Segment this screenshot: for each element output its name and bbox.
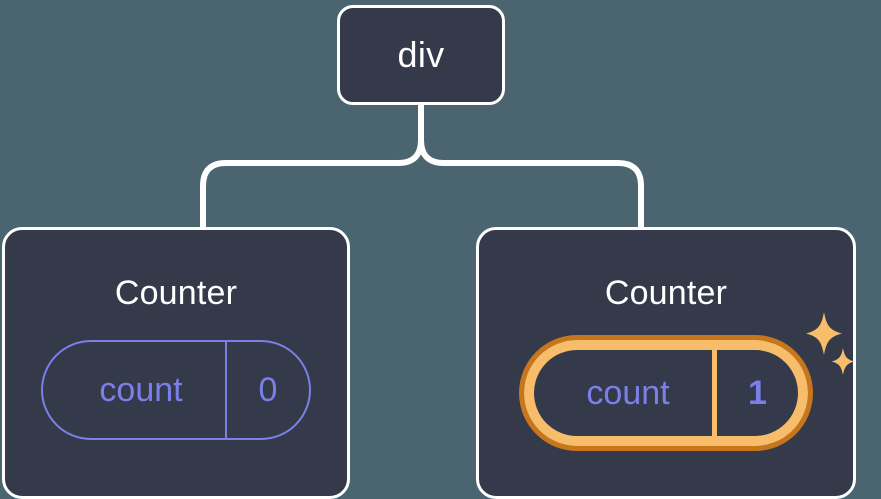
node-counter-right[interactable]: Counter count 1 xyxy=(476,227,856,499)
state-value-cell-right: 1 xyxy=(712,350,798,436)
state-value-label-left: 0 xyxy=(258,371,278,409)
sparkle-group xyxy=(806,312,855,375)
connector-to-right-child xyxy=(418,102,644,230)
state-pill-right[interactable]: count 1 xyxy=(524,340,808,446)
connector-to-left-child xyxy=(200,102,424,230)
state-pill-wrap-right: count 1 xyxy=(524,312,855,446)
state-key-cell-right: count xyxy=(534,350,712,436)
sparkle-large-icon xyxy=(806,312,842,355)
state-pill-wrap-left: count 0 xyxy=(41,340,311,440)
state-key-cell-left: count xyxy=(43,342,225,438)
state-value-cell-left: 0 xyxy=(225,342,309,438)
node-counter-right-title: Counter xyxy=(604,274,728,312)
node-counter-left[interactable]: Counter count 0 xyxy=(2,227,350,499)
node-div-label: div xyxy=(397,34,445,75)
state-value-label-right: 1 xyxy=(748,374,767,412)
sparkle-small-icon xyxy=(831,348,855,375)
node-div[interactable]: div xyxy=(337,5,505,105)
state-key-label-left: count xyxy=(99,371,183,409)
state-key-label-right: count xyxy=(586,374,670,412)
state-pill-left[interactable]: count 0 xyxy=(41,340,311,440)
node-counter-left-title: Counter xyxy=(114,274,238,312)
